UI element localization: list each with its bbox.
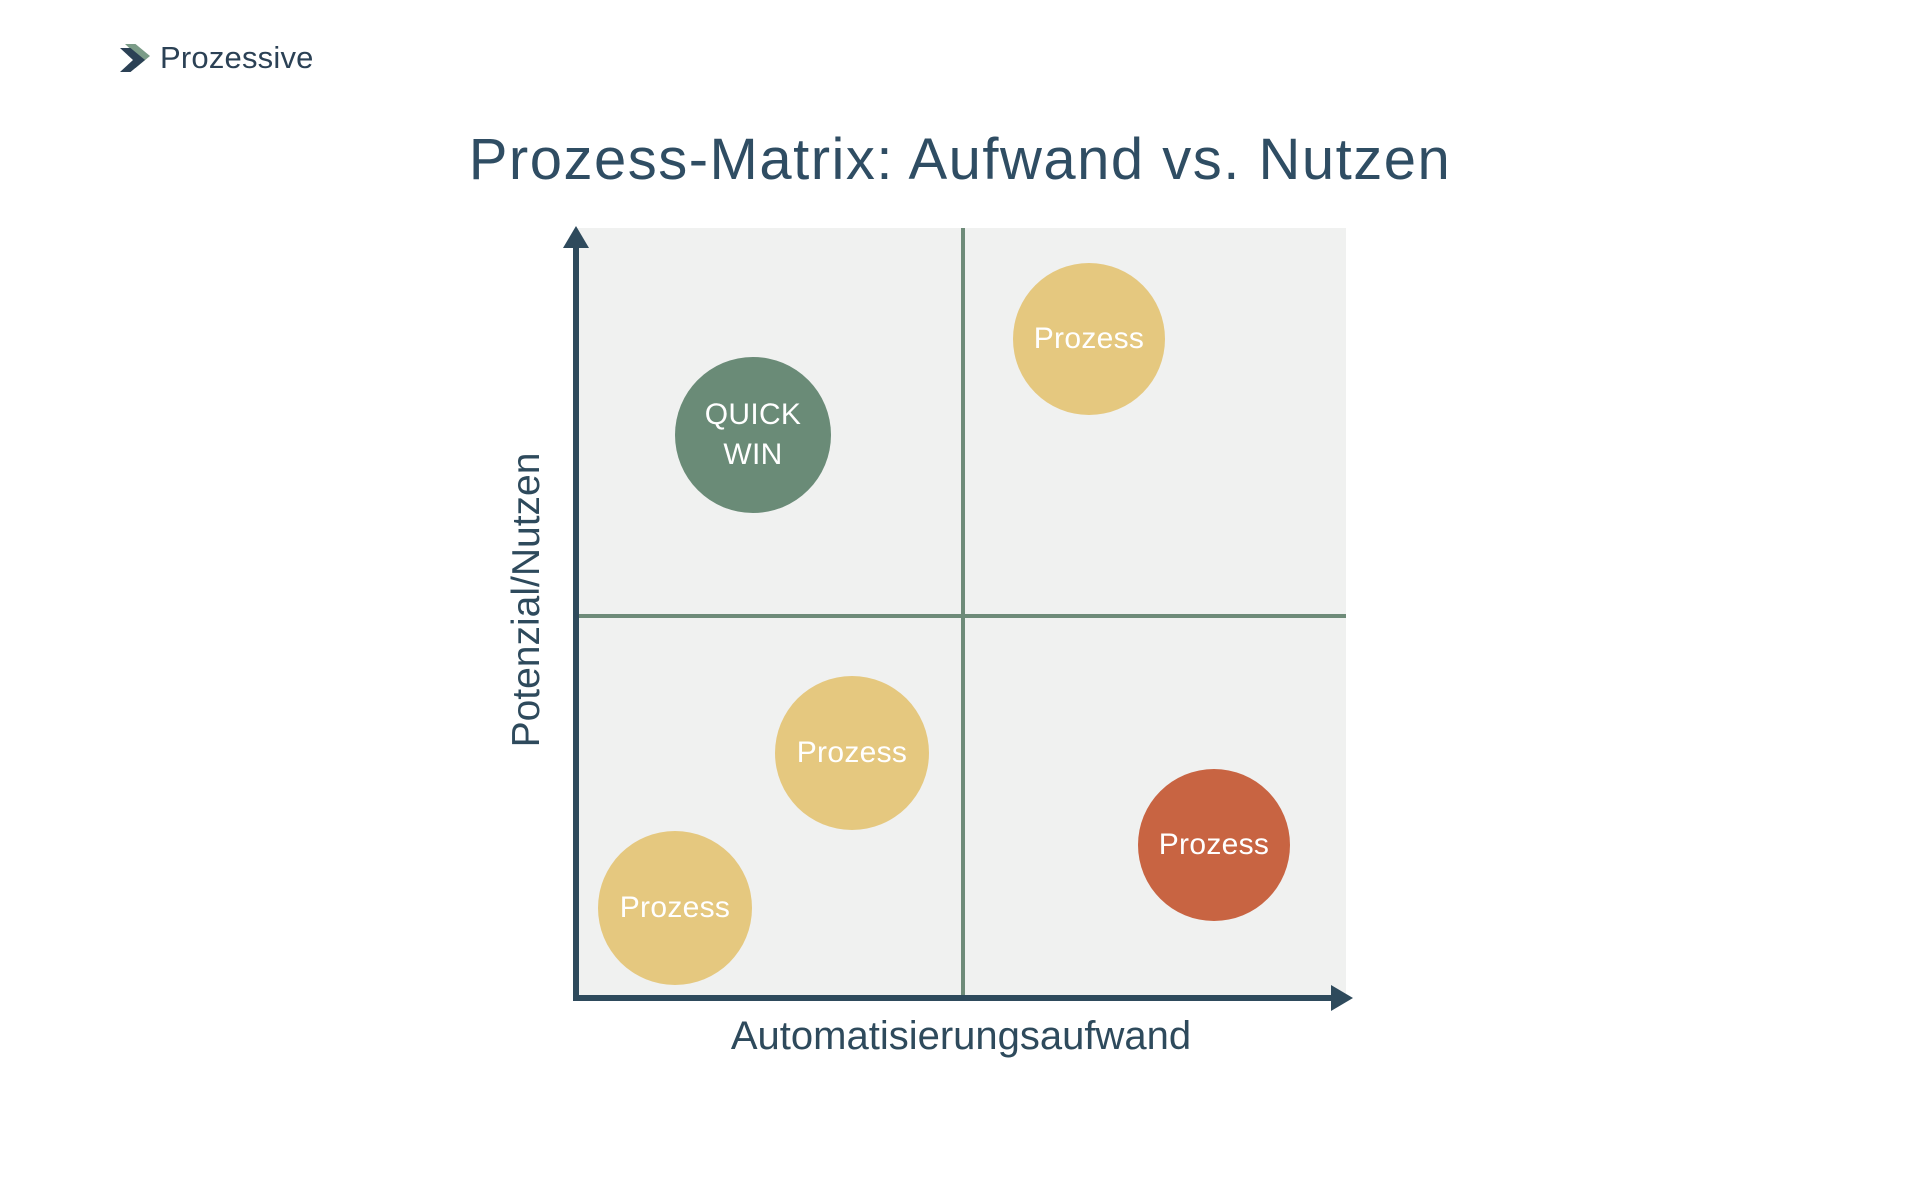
- x-axis-arrow-icon: [1331, 985, 1353, 1011]
- bubble-label: Prozess: [796, 735, 908, 769]
- bubble-label: Prozess: [1033, 321, 1145, 355]
- bubble-prozess-bottom-left: Prozess: [598, 831, 752, 985]
- bubble-label: Prozess: [1158, 827, 1270, 861]
- bubble-prozess-top-right: Prozess: [1013, 263, 1165, 415]
- bubble-prozess-mid-left: Prozess: [775, 676, 929, 830]
- bubble-label: Prozess: [619, 890, 731, 924]
- bubble-prozess-bottom-right: Prozess: [1138, 769, 1290, 921]
- bubble-quick-win: QUICK WIN: [675, 357, 831, 513]
- brand-name: Prozessive: [160, 40, 314, 75]
- x-axis-label: Automatisierungsaufwand: [730, 1014, 1192, 1058]
- bubble-label: QUICK WIN: [704, 397, 802, 472]
- y-axis-line: [573, 242, 579, 1001]
- y-axis-arrow-icon: [563, 226, 589, 248]
- x-axis-line: [576, 995, 1336, 1001]
- page-title: Prozess-Matrix: Aufwand vs. Nutzen: [468, 127, 1452, 192]
- brand-logo: Prozessive: [120, 40, 314, 76]
- chevron-right-icon: [120, 44, 150, 72]
- y-axis-label: Potenzial/Nutzen: [505, 452, 548, 748]
- quadrant-divider-horizontal: [576, 614, 1346, 618]
- quadrant-divider-vertical: [961, 228, 965, 998]
